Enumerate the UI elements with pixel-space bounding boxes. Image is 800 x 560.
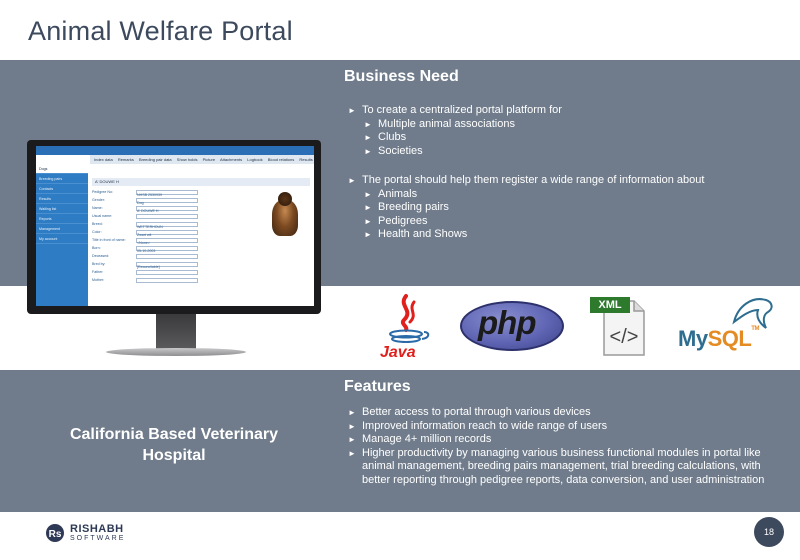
business-need-list-1: To create a centralized portal platform … xyxy=(344,104,784,158)
form-row: Deceased: xyxy=(92,252,262,260)
app-tab: Logbook xyxy=(247,157,263,162)
mysql-dolphin-icon xyxy=(732,298,773,329)
app-tab: Attachments xyxy=(219,157,243,162)
form-row: Usual name: xyxy=(92,212,262,220)
form-row: Color:Zwart wit xyxy=(92,228,262,237)
app-sidebar-item: Management xyxy=(36,224,88,234)
footer-brand-sub: SOFTWARE xyxy=(70,535,126,542)
form-row: Born:05-10-2003 xyxy=(92,244,262,253)
dog-photo xyxy=(266,190,304,238)
mysql-logo-text: MySQLTM xyxy=(678,326,759,351)
list-item: Societies xyxy=(362,145,784,159)
dog-body xyxy=(272,200,298,236)
java-logo-text: Java xyxy=(380,344,416,361)
list-item: Improved information reach to wide range… xyxy=(344,420,774,434)
list-item: Health and Shows xyxy=(362,228,784,242)
business-need-list-2: The portal should help them register a w… xyxy=(344,174,784,242)
app-sidebar: Dogs Breeding pairs Contacts Results Wai… xyxy=(36,164,88,306)
rishabh-logo-icon: Rs xyxy=(46,524,64,542)
svg-text:</>: </> xyxy=(610,326,639,348)
svg-text:Rs: Rs xyxy=(49,529,62,540)
app-tab: Breeding pair data xyxy=(138,157,172,162)
java-logo-icon xyxy=(389,294,430,343)
app-tab: Blood relations xyxy=(267,157,295,162)
form-row: Title in front of name:<None> xyxy=(92,236,262,245)
form-row: Pedigree No:NHSB 2530939 xyxy=(92,188,262,197)
client-name: California Based Veterinary Hospital xyxy=(69,426,279,464)
form-row: Name:A' DOUWE H xyxy=(92,204,262,213)
app-form: Pedigree No:NHSB 2530939 Gender:Dog Name… xyxy=(92,188,262,284)
app-sidebar-item: Reports xyxy=(36,214,88,224)
list-item: Manage 4+ million records xyxy=(344,433,774,447)
form-row: Mother: xyxy=(92,276,262,284)
dog-head xyxy=(278,192,292,206)
php-logo-icon xyxy=(460,301,564,351)
app-tab: Remarks xyxy=(117,157,134,162)
app-tabs: Index data Remarks Breeding pair data Sh… xyxy=(90,155,314,164)
monitor-screenshot: Index data Remarks Breeding pair data Sh… xyxy=(36,146,314,306)
slide-title: Animal Welfare Portal xyxy=(28,16,293,46)
app-sidebar-item: Waiting list xyxy=(36,204,88,214)
list-item: Clubs xyxy=(362,131,784,145)
sub-list: Animals Breeding pairs Pedigrees Health … xyxy=(362,188,784,242)
form-row: Bred by:[Reconcilable] xyxy=(92,260,262,269)
list-item: Breeding pairs xyxy=(362,201,784,215)
app-sidebar-item: Contacts xyxy=(36,184,88,194)
xml-logo-label: XML xyxy=(590,297,630,313)
app-sidebar-item: My account xyxy=(36,234,88,244)
app-sidebar-item: Dogs xyxy=(36,164,88,174)
list-item: To create a centralized portal platform … xyxy=(344,104,784,158)
list-item: The portal should help them register a w… xyxy=(344,174,784,242)
features-heading: Features xyxy=(344,378,411,395)
app-tab: Index data xyxy=(94,157,113,162)
monitor-stand-base xyxy=(106,348,246,356)
list-item: Animals xyxy=(362,188,784,202)
xml-document-icon: </> xyxy=(603,300,645,356)
list-item: Higher productivity by managing various … xyxy=(344,447,774,488)
sub-list: Multiple animal associations Clubs Socie… xyxy=(362,118,784,159)
app-record-title: A' DOUWE H xyxy=(92,178,310,186)
form-row: Breed:WETTERHOUN xyxy=(92,220,262,229)
app-tab: Show holds xyxy=(176,157,198,162)
form-row: Father: xyxy=(92,268,262,276)
features-list: Better access to portal through various … xyxy=(344,406,774,487)
business-need-heading: Business Need xyxy=(344,68,459,85)
form-row: Gender:Dog xyxy=(92,196,262,205)
app-tab: Results xyxy=(299,157,313,162)
app-topbar xyxy=(36,146,314,155)
php-logo-text: php xyxy=(478,304,536,341)
footer-brand: RISHABH xyxy=(70,523,124,535)
app-sidebar-item: Breeding pairs xyxy=(36,174,88,184)
list-item: Better access to portal through various … xyxy=(344,406,774,420)
app-sidebar-item: Results xyxy=(36,194,88,204)
app-tab: Picture xyxy=(202,157,216,162)
list-item: Pedigrees xyxy=(362,215,784,229)
monitor-stand-neck xyxy=(156,314,196,350)
list-item: Multiple animal associations xyxy=(362,118,784,132)
page-number-badge: 18 xyxy=(754,517,784,547)
